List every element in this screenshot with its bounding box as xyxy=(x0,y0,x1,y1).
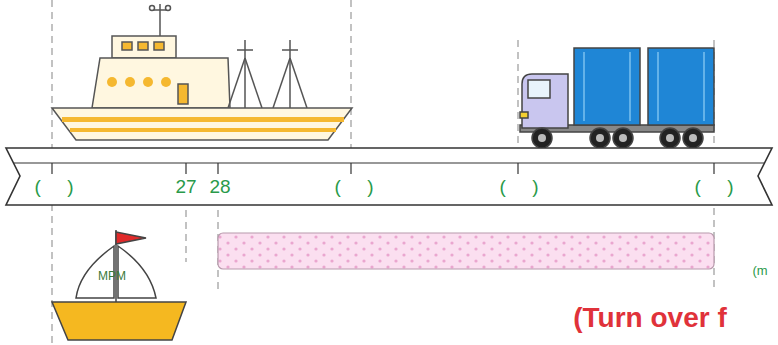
blank-answer: ( ) xyxy=(499,177,538,196)
tick-number: 27 xyxy=(175,177,196,196)
tick-number: 28 xyxy=(209,177,230,196)
sailboat xyxy=(52,230,186,340)
number-line xyxy=(6,148,772,205)
instruction-note: (Turn over f xyxy=(573,304,726,332)
blank-answer: ( ) xyxy=(334,177,373,196)
sail-text: MPM xyxy=(98,270,126,282)
ship xyxy=(52,4,352,140)
blank-answer: ( ) xyxy=(34,177,73,196)
length-bar xyxy=(218,233,714,269)
blank-answer: ( ) xyxy=(694,177,733,196)
truck xyxy=(520,48,714,148)
unit-label: (m xyxy=(752,264,767,277)
